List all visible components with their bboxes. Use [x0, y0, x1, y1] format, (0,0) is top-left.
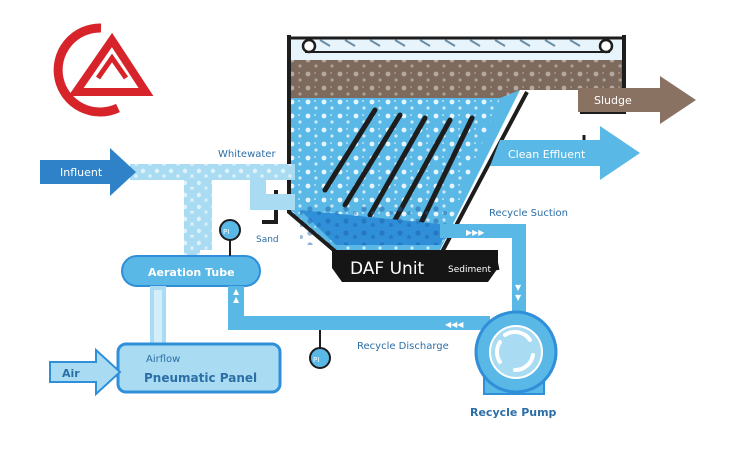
recycle-pump-label: Recycle Pump [470, 406, 557, 419]
pi-label-upper: PI [223, 228, 229, 236]
recycle-suction-label: Recycle Suction [489, 208, 568, 219]
sludge-outlet-arrow: Sludge [578, 76, 696, 124]
air-inlet-arrow: Air [49, 347, 122, 397]
pneumatic-panel: Airflow Pneumatic Panel [116, 342, 282, 394]
daf-unit-base: DAF Unit Sediment [332, 250, 500, 282]
influent-pipe: Influent Whitewater [40, 148, 295, 196]
svg-text:◀◀◀: ◀◀◀ [445, 320, 464, 329]
svg-text:▼: ▼ [515, 293, 522, 302]
recycle-discharge-label: Recycle Discharge [357, 341, 449, 352]
influent-label: Influent [60, 166, 103, 179]
sand-label: Sand [256, 235, 279, 245]
recycle-arrows-icon [494, 329, 535, 373]
airflow-label: Airflow [146, 354, 180, 365]
daf-unit-label: DAF Unit [350, 259, 425, 279]
recycle-suction-pipe: ▶▶▶ ▼ ▼ Recycle Suction [440, 208, 568, 314]
aeration-tube-label: Aeration Tube [148, 266, 235, 279]
svg-text:▲: ▲ [233, 287, 240, 296]
pneumatic-panel-label: Pneumatic Panel [144, 371, 257, 385]
svg-text:▲: ▲ [233, 295, 240, 304]
svg-text:▼: ▼ [515, 283, 522, 292]
whitewater-label: Whitewater [218, 149, 276, 160]
daf-tank [262, 35, 626, 254]
air-label: Air [62, 367, 80, 380]
company-logo [53, 23, 154, 117]
pi-label-lower: PI [313, 356, 319, 364]
sludge-label: Sludge [594, 94, 632, 107]
airflow-riser [150, 286, 166, 344]
clean-effluent-label: Clean Effluent [508, 148, 586, 161]
aeration-tube: Aeration Tube [121, 255, 261, 287]
clean-effluent-arrow: Clean Effluent [490, 126, 640, 180]
svg-text:▶▶▶: ▶▶▶ [466, 228, 485, 237]
recycle-discharge-pipe: ▲ ▲ ◀◀◀ PI Recycle Discharge [228, 286, 490, 369]
sediment-label: Sediment [448, 265, 491, 275]
whitewater-risers [184, 180, 295, 260]
recycle-pump: Recycle Pump [470, 310, 558, 419]
pi-gauge-upper: PI [219, 219, 241, 256]
